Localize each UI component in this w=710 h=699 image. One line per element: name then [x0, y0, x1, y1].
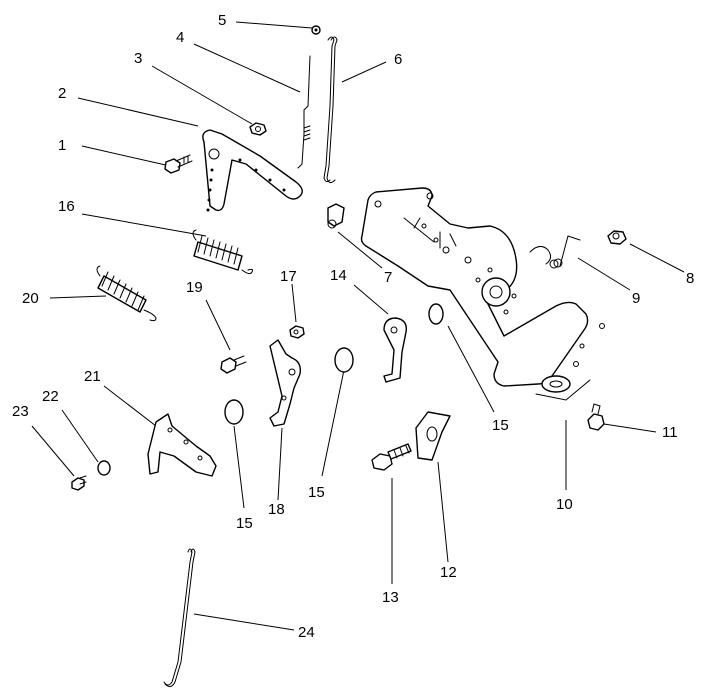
- part-15-washer-right: [428, 303, 444, 325]
- callout-11: 11: [662, 424, 678, 441]
- callout-7: 7: [384, 269, 392, 286]
- callout-13: 13: [382, 589, 399, 606]
- part-16-spring: [192, 229, 253, 275]
- callout-21: 21: [84, 368, 101, 385]
- part-13-bolt: [371, 443, 412, 471]
- leader-lines: [31, 21, 685, 631]
- part-18-lever: [269, 339, 302, 427]
- part-21-bracket: [147, 413, 217, 477]
- part-5-small-nut: [311, 25, 321, 35]
- part-8-nut: [607, 230, 627, 245]
- callout-15-right: 15: [492, 417, 509, 434]
- part-7-clip: [327, 203, 345, 229]
- callout-4: 4: [176, 29, 184, 46]
- callout-17: 17: [280, 268, 297, 285]
- part-6-link-rod: [323, 36, 338, 184]
- callout-15-left: 15: [236, 515, 253, 532]
- callout-9: 9: [632, 290, 640, 307]
- part-20-spring: [96, 265, 157, 322]
- part-17-nut: [289, 325, 305, 339]
- callout-6: 6: [394, 51, 402, 68]
- callout-16: 16: [58, 198, 75, 215]
- callout-labels: 1 2 3 4 5 6 7 8 9 10 11 12 13 14 15 15 1…: [12, 12, 694, 641]
- callout-19: 19: [186, 279, 203, 296]
- part-1-bolt: [164, 154, 193, 174]
- part-15-washer-center: [334, 347, 354, 373]
- callout-24: 24: [298, 624, 315, 641]
- callout-2: 2: [58, 85, 66, 102]
- callout-12: 12: [440, 564, 457, 581]
- callout-5: 5: [218, 12, 226, 29]
- callout-20: 20: [22, 290, 39, 307]
- part-14-lever: [383, 317, 407, 383]
- part-22-washer: [97, 460, 111, 476]
- part-9-spring: [529, 235, 581, 269]
- callout-3: 3: [134, 50, 142, 67]
- callout-1: 1: [58, 137, 66, 154]
- callout-18: 18: [268, 501, 285, 518]
- callout-14: 14: [330, 267, 347, 284]
- callout-23: 23: [12, 403, 29, 420]
- callout-15-center: 15: [308, 484, 325, 501]
- callout-22: 22: [42, 388, 59, 405]
- callout-8: 8: [686, 270, 694, 287]
- part-12-clip: [415, 411, 451, 461]
- part-10-governor-control-bracket: [360, 187, 605, 401]
- part-23-bolt: [71, 475, 87, 491]
- part-3-nut: [249, 122, 267, 136]
- callout-10: 10: [556, 496, 573, 513]
- part-15-washer-left: [224, 399, 244, 425]
- part-2-lever-bracket: [202, 129, 303, 212]
- part-24-link-rod: [163, 548, 196, 688]
- part-19-bolt: [220, 355, 247, 374]
- part-4-spring-rod: [297, 55, 311, 169]
- part-11-bolt: [587, 403, 605, 431]
